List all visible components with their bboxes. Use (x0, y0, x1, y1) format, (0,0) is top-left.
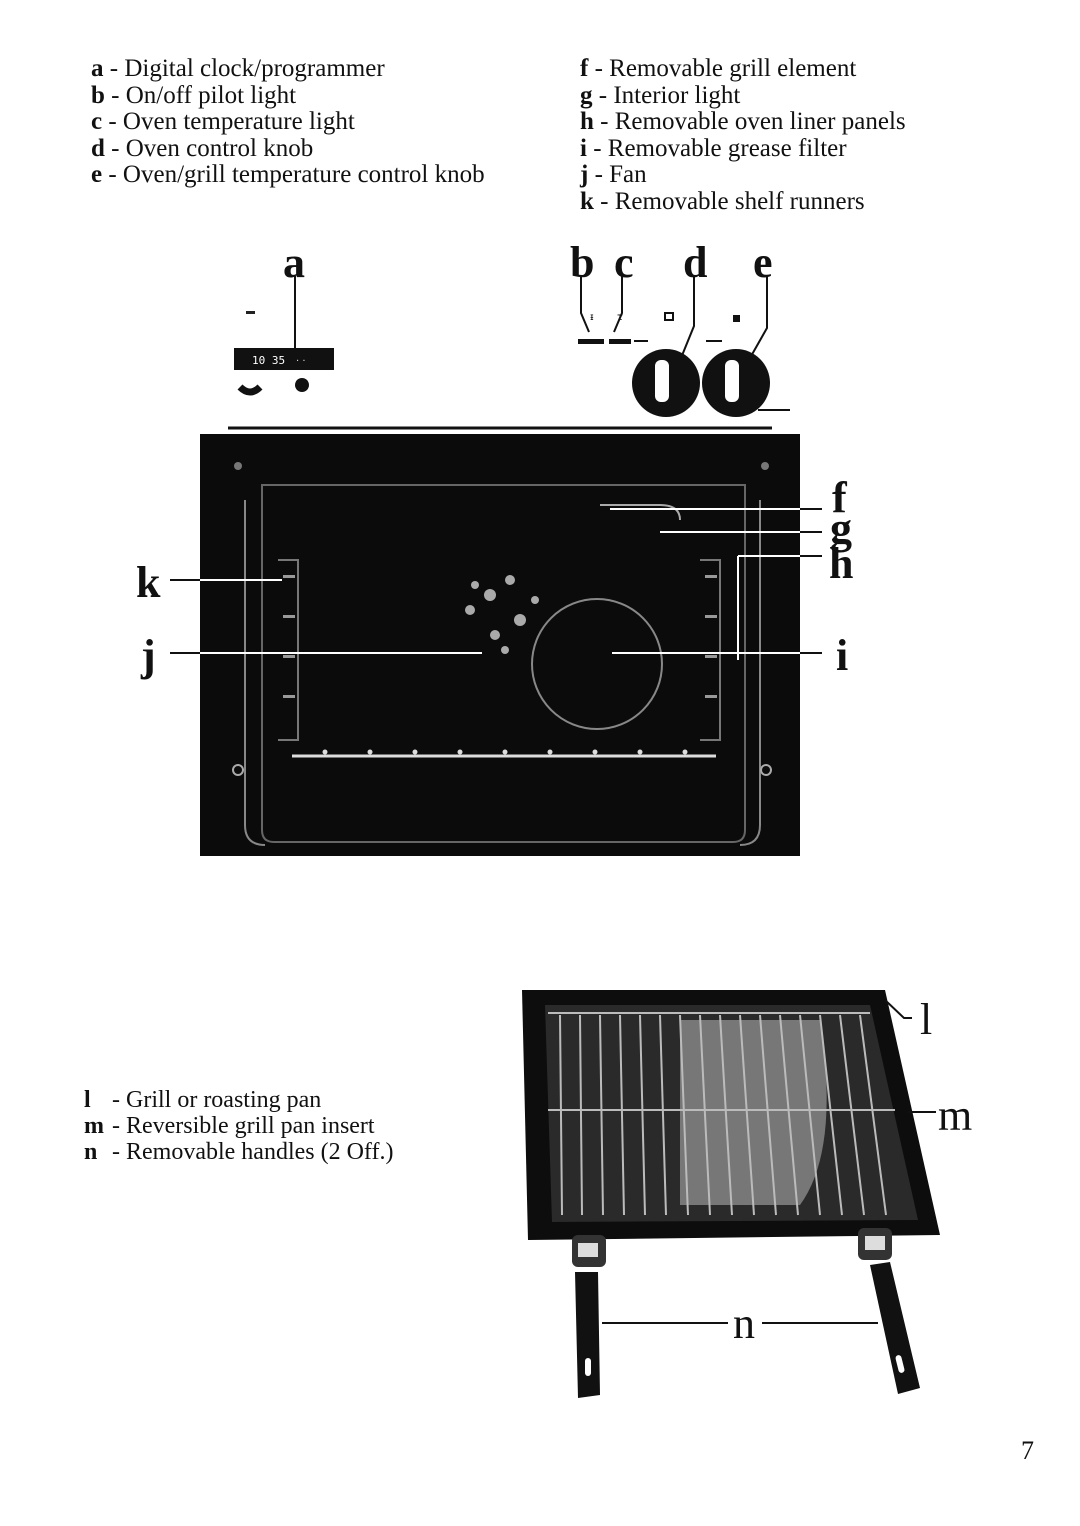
legend-key: n (84, 1139, 98, 1165)
legend-text: - Fan (594, 161, 647, 188)
legend-item: n - Removable handles (2 Off.) (84, 1139, 393, 1165)
legend-text: - Removable oven liner panels (600, 108, 906, 135)
legend-text: - Removable shelf runners (600, 187, 865, 215)
legend-text: - Oven/grill temperature control knob (108, 161, 485, 188)
legend-text: - Grill or roasting pan (112, 1087, 322, 1113)
callout-n: n (733, 1299, 755, 1348)
legend-item: f - Removable grill element (580, 55, 906, 83)
legend-grill: l - Grill or roasting pan m - Reversible g… (84, 1087, 393, 1165)
legend-text: - On/off pilot light (111, 81, 297, 109)
legend-item: h - Removable oven liner panels (580, 108, 906, 136)
legend-item: i - Removable grease filter (580, 134, 906, 163)
callout-g: g (830, 504, 852, 553)
clock-display-text: 10 35 (252, 354, 285, 367)
legend-item: k - Removable shelf runners (580, 187, 906, 216)
callout-e: e (753, 238, 773, 287)
legend-item: c - Oven temperature light (91, 108, 485, 136)
legend-key: h (580, 108, 594, 135)
legend-key: d (91, 134, 105, 162)
page-number: 7 (1021, 1436, 1034, 1465)
legend-key: l (84, 1087, 91, 1113)
callout-l: l (920, 995, 933, 1044)
legend-text: - Reversible grill pan insert (112, 1113, 375, 1139)
legend-text: - Digital clock/programmer (109, 55, 385, 82)
callout-h: h (829, 539, 854, 588)
callout-b: b (570, 238, 595, 287)
legend-item: m - Reversible grill pan insert (84, 1113, 393, 1139)
callout-j: j (141, 631, 156, 680)
legend-item: j - Fan (580, 161, 906, 189)
legend-key: b (91, 81, 105, 109)
svg-text:· ·: · · (296, 356, 306, 367)
legend-text: - Removable grease filter (593, 134, 847, 162)
callout-c: c (614, 238, 634, 287)
legend-text: - Removable grill element (594, 55, 857, 82)
callout-k: k (136, 558, 161, 607)
legend-key: j (580, 161, 589, 188)
legend-key: f (580, 55, 589, 82)
legend-text: - Interior light (598, 81, 741, 109)
legend-item: e - Oven/grill temperature control knob (91, 161, 485, 189)
legend-key: i (580, 134, 587, 162)
legend-item: d - Oven control knob (91, 134, 485, 163)
legend-top-left: a - Digital clock/programmer b - On/off … (91, 55, 485, 189)
legend-key: e (91, 161, 103, 188)
legend-item: a - Digital clock/programmer (91, 55, 485, 83)
legend-key: c (91, 108, 103, 135)
legend-text: - Oven temperature light (108, 108, 355, 135)
legend-item: b - On/off pilot light (91, 81, 485, 110)
grill-pan-insert (548, 1012, 895, 1216)
digital-clock: 10 35 · · (234, 311, 334, 396)
legend-item: l - Grill or roasting pan (84, 1087, 393, 1113)
callout-a: a (283, 238, 305, 287)
oven-cavity (200, 434, 800, 856)
control-knobs: ᵻ τ (578, 312, 790, 417)
legend-item: g - Interior light (580, 81, 906, 110)
callout-i: i (836, 631, 849, 680)
svg-text:ᵻ: ᵻ (590, 312, 594, 323)
legend-top-right: f - Removable grill element g - Interior… (580, 55, 906, 216)
legend-key: a (91, 55, 104, 82)
callout-m: m (938, 1091, 973, 1140)
legend-text: - Removable handles (2 Off.) (112, 1139, 394, 1165)
removable-handles (572, 1228, 920, 1398)
legend-key: m (84, 1113, 104, 1139)
callout-d: d (683, 238, 708, 287)
legend-key: k (580, 187, 594, 215)
legend-key: g (580, 81, 593, 109)
callout-f: f (832, 473, 847, 522)
legend-text: - Oven control knob (111, 134, 314, 162)
grill-pan (522, 990, 940, 1398)
